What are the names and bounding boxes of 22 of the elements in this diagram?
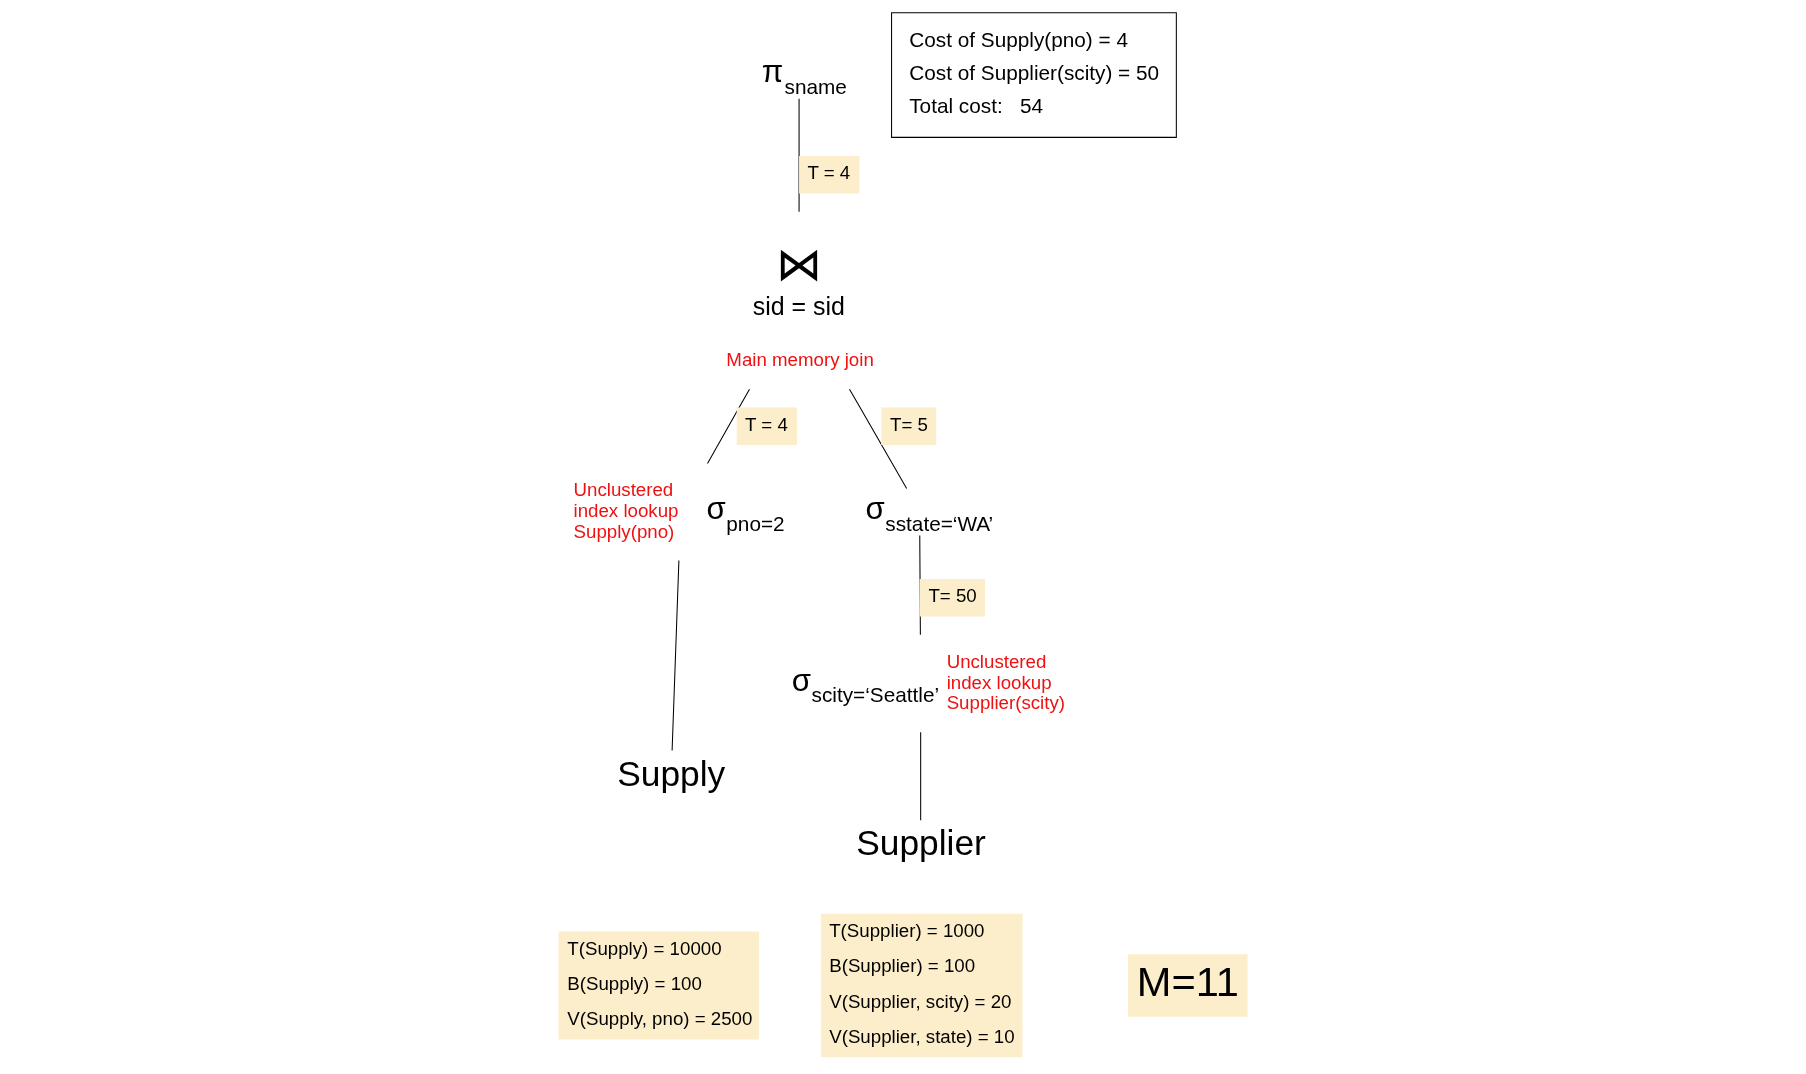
node-text: σ$_{pno=2}$ bbox=[706, 491, 785, 535]
node-box: M=11 bbox=[1128, 954, 1248, 1017]
node-text: Supply bbox=[617, 753, 726, 793]
connector bbox=[671, 560, 680, 751]
node-text: ⋈ sid = sid bbox=[752, 238, 846, 321]
connector bbox=[920, 731, 922, 821]
node-box: T(Supplier) = 1000 B(Supplier) = 100 V(Supplier, scity) = 20 V(Supplier, state) = 10 bbox=[820, 913, 1023, 1058]
edge-label: T= 50 bbox=[928, 585, 977, 607]
node-box: T(Supply) = 10000 B(Supply) = 100 V(Supply, pno) = 2500 bbox=[558, 931, 760, 1040]
node-label: Unclustered index lookup Supply(pno) bbox=[573, 479, 679, 542]
node-label: Unclustered index lookup Supplier(scity) bbox=[946, 650, 1066, 714]
node-text: Supplier bbox=[856, 823, 986, 863]
connector bbox=[849, 388, 908, 489]
node-label: Main memory join bbox=[726, 349, 874, 371]
node-text: σ$_{scity=‘Seattle’}$ bbox=[791, 662, 940, 707]
edge-label: T = 4 bbox=[807, 162, 851, 184]
node-text: π$_{sname}$ bbox=[761, 54, 847, 98]
edge-label: T= 5 bbox=[890, 413, 928, 435]
node-box: Cost of Supply(pno) = 4 Cost of Supplier(scity) = 50 Total cost: 54 bbox=[891, 12, 1177, 138]
connector bbox=[707, 388, 751, 464]
edge-label: T = 4 bbox=[745, 413, 788, 435]
node-text: σ$_{sstate=‘WA’}$ bbox=[865, 491, 994, 535]
